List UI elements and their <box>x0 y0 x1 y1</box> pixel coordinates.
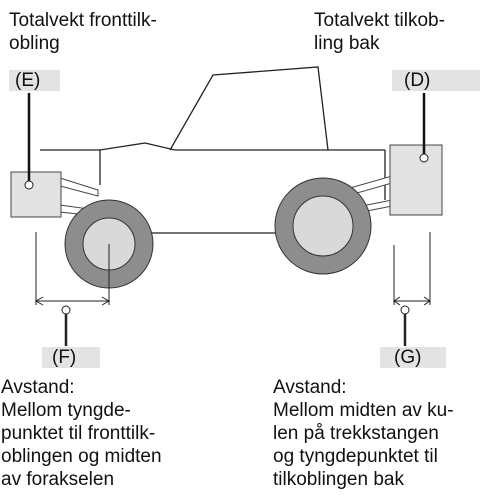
label-f-text: (F) <box>52 347 77 368</box>
dimension-g <box>393 232 431 346</box>
label-f: (F) <box>42 347 100 368</box>
front-weight-caption: Totalvekt fronttilk- obling <box>9 9 157 55</box>
rear-distance-line4: og tyngdepunktet til <box>273 446 438 467</box>
front-implement <box>10 171 62 218</box>
front-weight-caption-line1: Totalvekt fronttilk- <box>9 10 157 31</box>
tractor-hood <box>40 142 385 151</box>
rear-rim <box>292 195 354 257</box>
rear-weight-caption: Totalvekt tilkob- ling bak <box>314 9 445 55</box>
rear-distance-line2: Mellom midten av ku- <box>273 400 454 421</box>
label-g-text: (G) <box>394 347 422 368</box>
rear-distance-line1: Avstand: <box>273 377 347 398</box>
rear-weight-caption-line1: Totalvekt tilkob- <box>314 10 445 31</box>
front-distance-description: Avstand: Mellom tyngde- punktet til fron… <box>1 376 162 491</box>
front-distance-line4: oblingen og midten <box>1 446 162 467</box>
rear-distance-description: Avstand: Mellom midten av ku- len på tre… <box>273 376 454 491</box>
label-g: (G) <box>380 347 446 368</box>
rear-implement <box>389 144 443 216</box>
front-center-of-gravity <box>24 180 34 190</box>
dimension-f <box>34 232 111 346</box>
rear-distance-line5: tilkoblingen bak <box>273 469 404 490</box>
front-distance-line2: Mellom tyngde- <box>1 400 131 421</box>
label-e-text: (E) <box>15 70 41 91</box>
tractor-cab <box>169 66 329 151</box>
front-weight-caption-line2: obling <box>9 33 60 54</box>
front-distance-line3: punktet til fronttilk- <box>1 423 156 444</box>
front-distance-line1: Avstand: <box>1 377 75 398</box>
rear-distance-line3: len på trekkstangen <box>273 423 439 444</box>
rear-center-of-gravity <box>419 153 429 163</box>
label-d: (D) <box>392 70 480 91</box>
front-distance-line5: av forakselen <box>1 469 115 490</box>
rear-weight-caption-line2: ling bak <box>314 33 380 54</box>
label-e: (E) <box>9 70 60 91</box>
label-d-text: (D) <box>404 70 431 91</box>
